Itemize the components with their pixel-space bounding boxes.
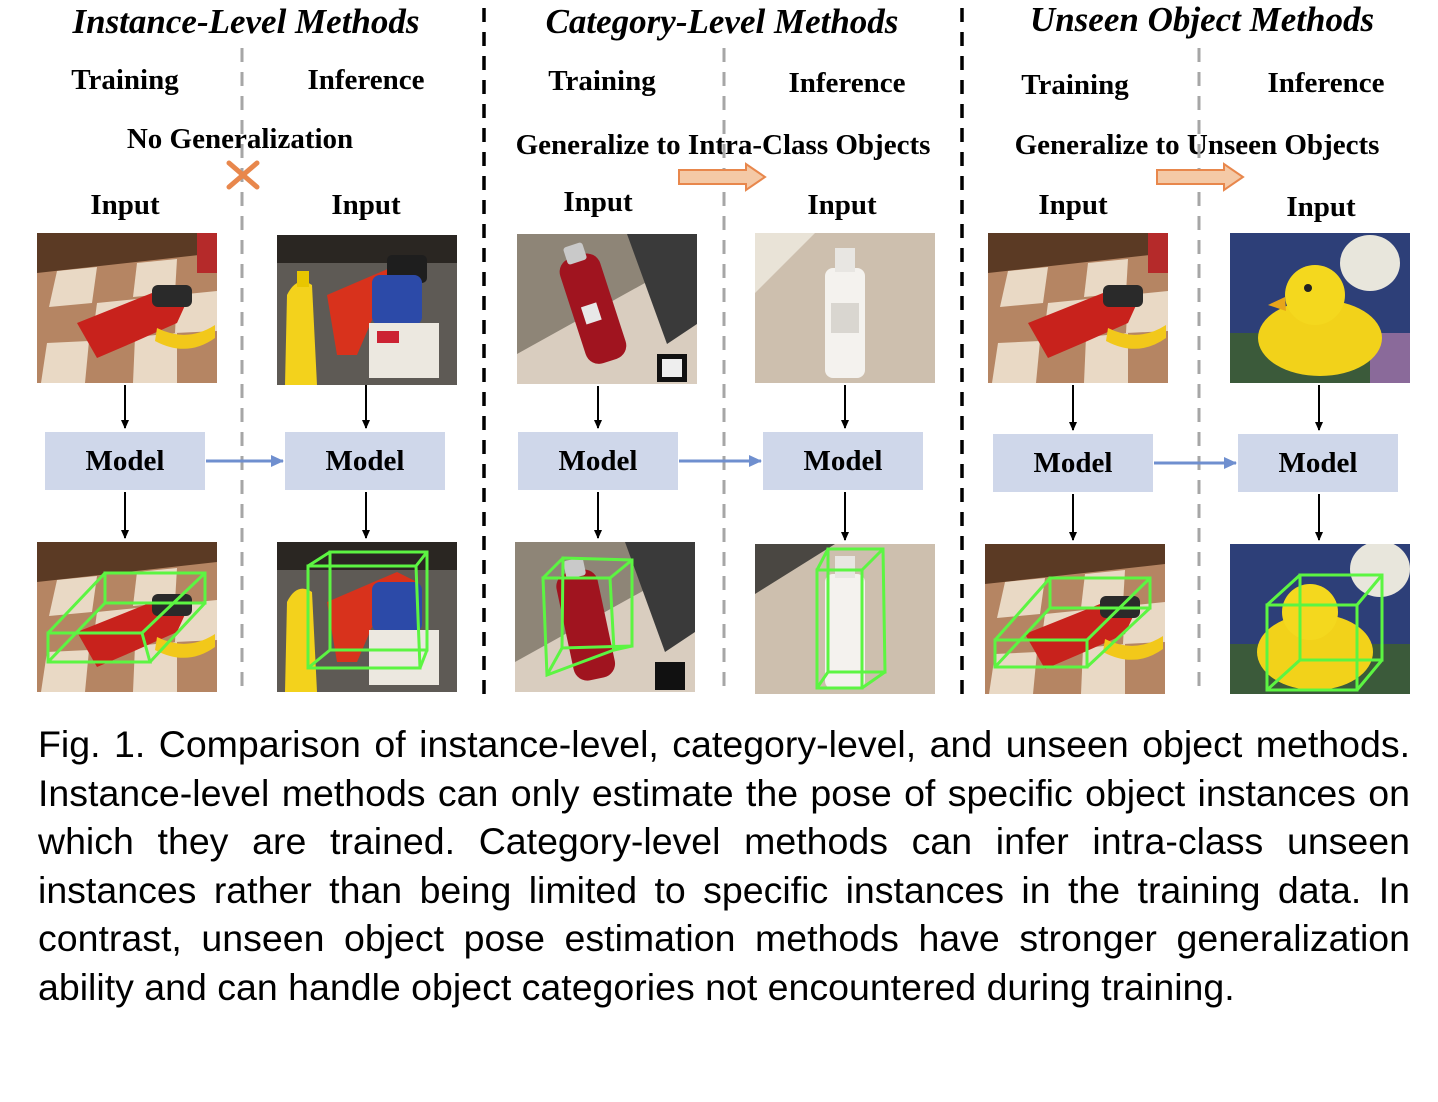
block-arrow-right-icon: [678, 162, 767, 192]
figure-caption: Fig. 1. Comparison of instance-level, ca…: [38, 723, 1410, 1008]
generalization-text: No Generalization: [126, 123, 354, 155]
training-label: Training: [548, 65, 656, 97]
figure-1: Instance-Level Methods Category-Level Me…: [37, 0, 1410, 695]
inference-label: Inference: [788, 67, 906, 99]
input-image-drill-scene-unseen: [988, 233, 1168, 383]
inference-label: Inference: [307, 64, 425, 96]
model-box-training: Model: [45, 432, 205, 490]
input-label: Input: [1038, 189, 1108, 221]
block-arrow-right-icon: [1156, 162, 1245, 192]
model-box-inference: Model: [1238, 434, 1398, 492]
output-image-white-bottle: [755, 544, 935, 694]
section-title-unseen: Unseen Object Methods: [1029, 0, 1375, 39]
output-image-rubber-duck: [1230, 544, 1410, 694]
training-label: Training: [71, 64, 179, 96]
input-label: Input: [563, 186, 633, 218]
output-image-drill-scene: [37, 542, 217, 692]
model-box-inference: Model: [763, 432, 923, 490]
generalization-text: Generalize to Intra-Class Objects: [515, 129, 931, 161]
input-image-drill-scene: [37, 233, 217, 383]
input-image-white-bottle: [755, 233, 935, 383]
input-image-rubber-duck: [1230, 233, 1410, 383]
input-label: Input: [331, 189, 401, 221]
training-label: Training: [1021, 69, 1129, 101]
inference-label: Inference: [1267, 67, 1385, 99]
input-label: Input: [807, 189, 877, 221]
input-image-mustard-drill-scene: [277, 235, 457, 385]
generalization-text: Generalize to Unseen Objects: [1014, 129, 1380, 161]
output-image-mustard-drill-scene: [277, 542, 457, 692]
output-image-red-bottle: [515, 542, 695, 692]
input-image-red-bottle: [517, 234, 697, 384]
output-image-drill-scene-unseen: [985, 544, 1165, 694]
cross-icon: [226, 160, 260, 190]
model-box-inference: Model: [285, 432, 445, 490]
input-label: Input: [90, 189, 160, 221]
model-box-training: Model: [993, 434, 1153, 492]
section-title-instance: Instance-Level Methods: [72, 2, 420, 41]
section-title-category: Category-Level Methods: [545, 2, 899, 41]
input-label: Input: [1286, 191, 1356, 223]
model-box-training: Model: [518, 432, 678, 490]
